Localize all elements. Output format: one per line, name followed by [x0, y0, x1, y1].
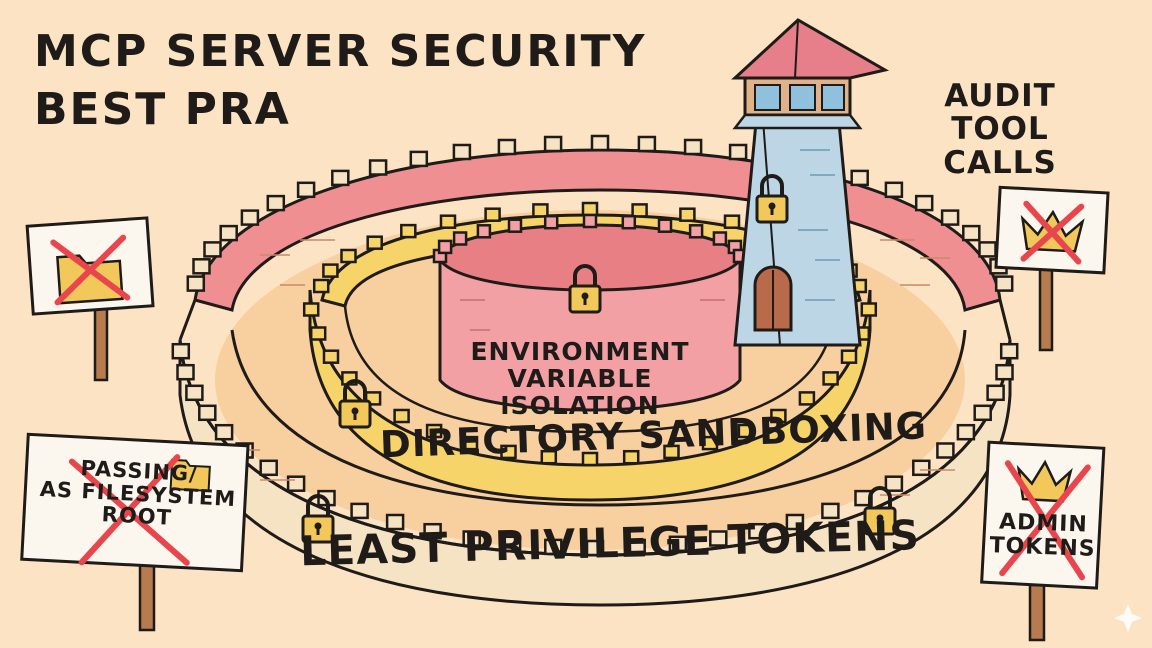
admin-tokens-sign-text: ADMIN TOKENS — [987, 510, 1099, 561]
battlement-block — [633, 204, 647, 216]
battlement-block — [942, 211, 958, 225]
battlement-block — [975, 406, 991, 420]
battlement-block — [980, 242, 996, 256]
battlement-block — [916, 196, 932, 210]
battlement-block — [173, 344, 189, 358]
battlement-block — [545, 216, 557, 228]
battlement-block — [332, 171, 348, 185]
battlement-block — [324, 351, 338, 363]
battlement-block — [592, 136, 608, 150]
battlement-block — [401, 225, 415, 237]
battlement-block — [509, 220, 521, 232]
filesystem-root-sign-text: PASSING/ AS FILESYSTEM ROOT — [26, 454, 249, 533]
battlement-block — [800, 392, 814, 404]
battlement-block — [685, 140, 701, 154]
battlement-block — [545, 137, 561, 151]
battlement-block — [478, 225, 490, 237]
battlement-block — [886, 477, 902, 491]
battlement-block — [988, 386, 1004, 400]
battlement-block — [368, 237, 382, 249]
battlement-block — [824, 372, 838, 384]
battlement-block — [584, 215, 596, 227]
battlement-block — [730, 145, 746, 159]
battlement-block — [411, 152, 427, 166]
battlement-block — [304, 304, 318, 316]
battlement-block — [454, 145, 470, 159]
battlement-block — [680, 209, 694, 221]
battlement-block — [221, 226, 237, 240]
sign-no-folder-top-left — [27, 218, 153, 380]
battlement-block — [186, 386, 202, 400]
battlement-block — [370, 161, 386, 175]
battlement-block — [886, 183, 902, 197]
battlement-block — [533, 204, 547, 216]
battlement-block — [199, 406, 215, 420]
battlement-block — [486, 209, 500, 221]
battlement-block — [395, 410, 409, 422]
battlement-block — [862, 304, 876, 316]
battlement-block — [298, 183, 314, 197]
battlement-block — [439, 241, 451, 253]
battlement-block — [242, 211, 258, 225]
battlement-block — [1001, 344, 1017, 358]
sparkle-icon — [1114, 604, 1142, 632]
battlement-block — [441, 216, 455, 228]
battlement-block — [314, 280, 328, 292]
battlement-block — [659, 220, 671, 232]
battlement-block — [268, 196, 284, 210]
battlement-block — [842, 351, 856, 363]
title-line-1: MCP SERVER SECURITY — [34, 28, 646, 76]
battlement-block — [725, 216, 739, 228]
battlement-block — [958, 425, 974, 439]
battlement-block — [178, 365, 194, 379]
battlement-block — [288, 477, 304, 491]
battlement-block — [352, 504, 368, 518]
battlement-block — [963, 226, 979, 240]
audit-tool-calls-label: AUDIT TOOL CALLS — [900, 80, 1100, 180]
battlement-block — [454, 233, 466, 245]
battlement-block — [323, 265, 337, 277]
battlement-block — [690, 225, 702, 237]
battlement-block — [996, 277, 1012, 291]
battlement-block — [205, 242, 221, 256]
battlement-block — [342, 250, 356, 262]
battlement-block — [714, 233, 726, 245]
battlement-block — [852, 171, 868, 185]
battlement-block — [188, 277, 204, 291]
battlement-block — [216, 425, 232, 439]
battlement-block — [639, 137, 655, 151]
sign-no-crown-top-right — [996, 187, 1108, 350]
battlement-block — [623, 216, 635, 228]
battlement-block — [913, 461, 929, 475]
title-line-2: BEST PRA — [34, 86, 291, 134]
battlement-block — [499, 140, 515, 154]
battlement-block — [311, 328, 325, 340]
battlement-block — [194, 259, 210, 273]
battlement-block — [937, 444, 953, 458]
battlement-block — [261, 461, 277, 475]
battlement-block — [997, 365, 1013, 379]
environment-isolation-label: ENVIRONMENT VARIABLE ISOLATION — [430, 338, 730, 419]
battlement-block — [583, 203, 597, 215]
